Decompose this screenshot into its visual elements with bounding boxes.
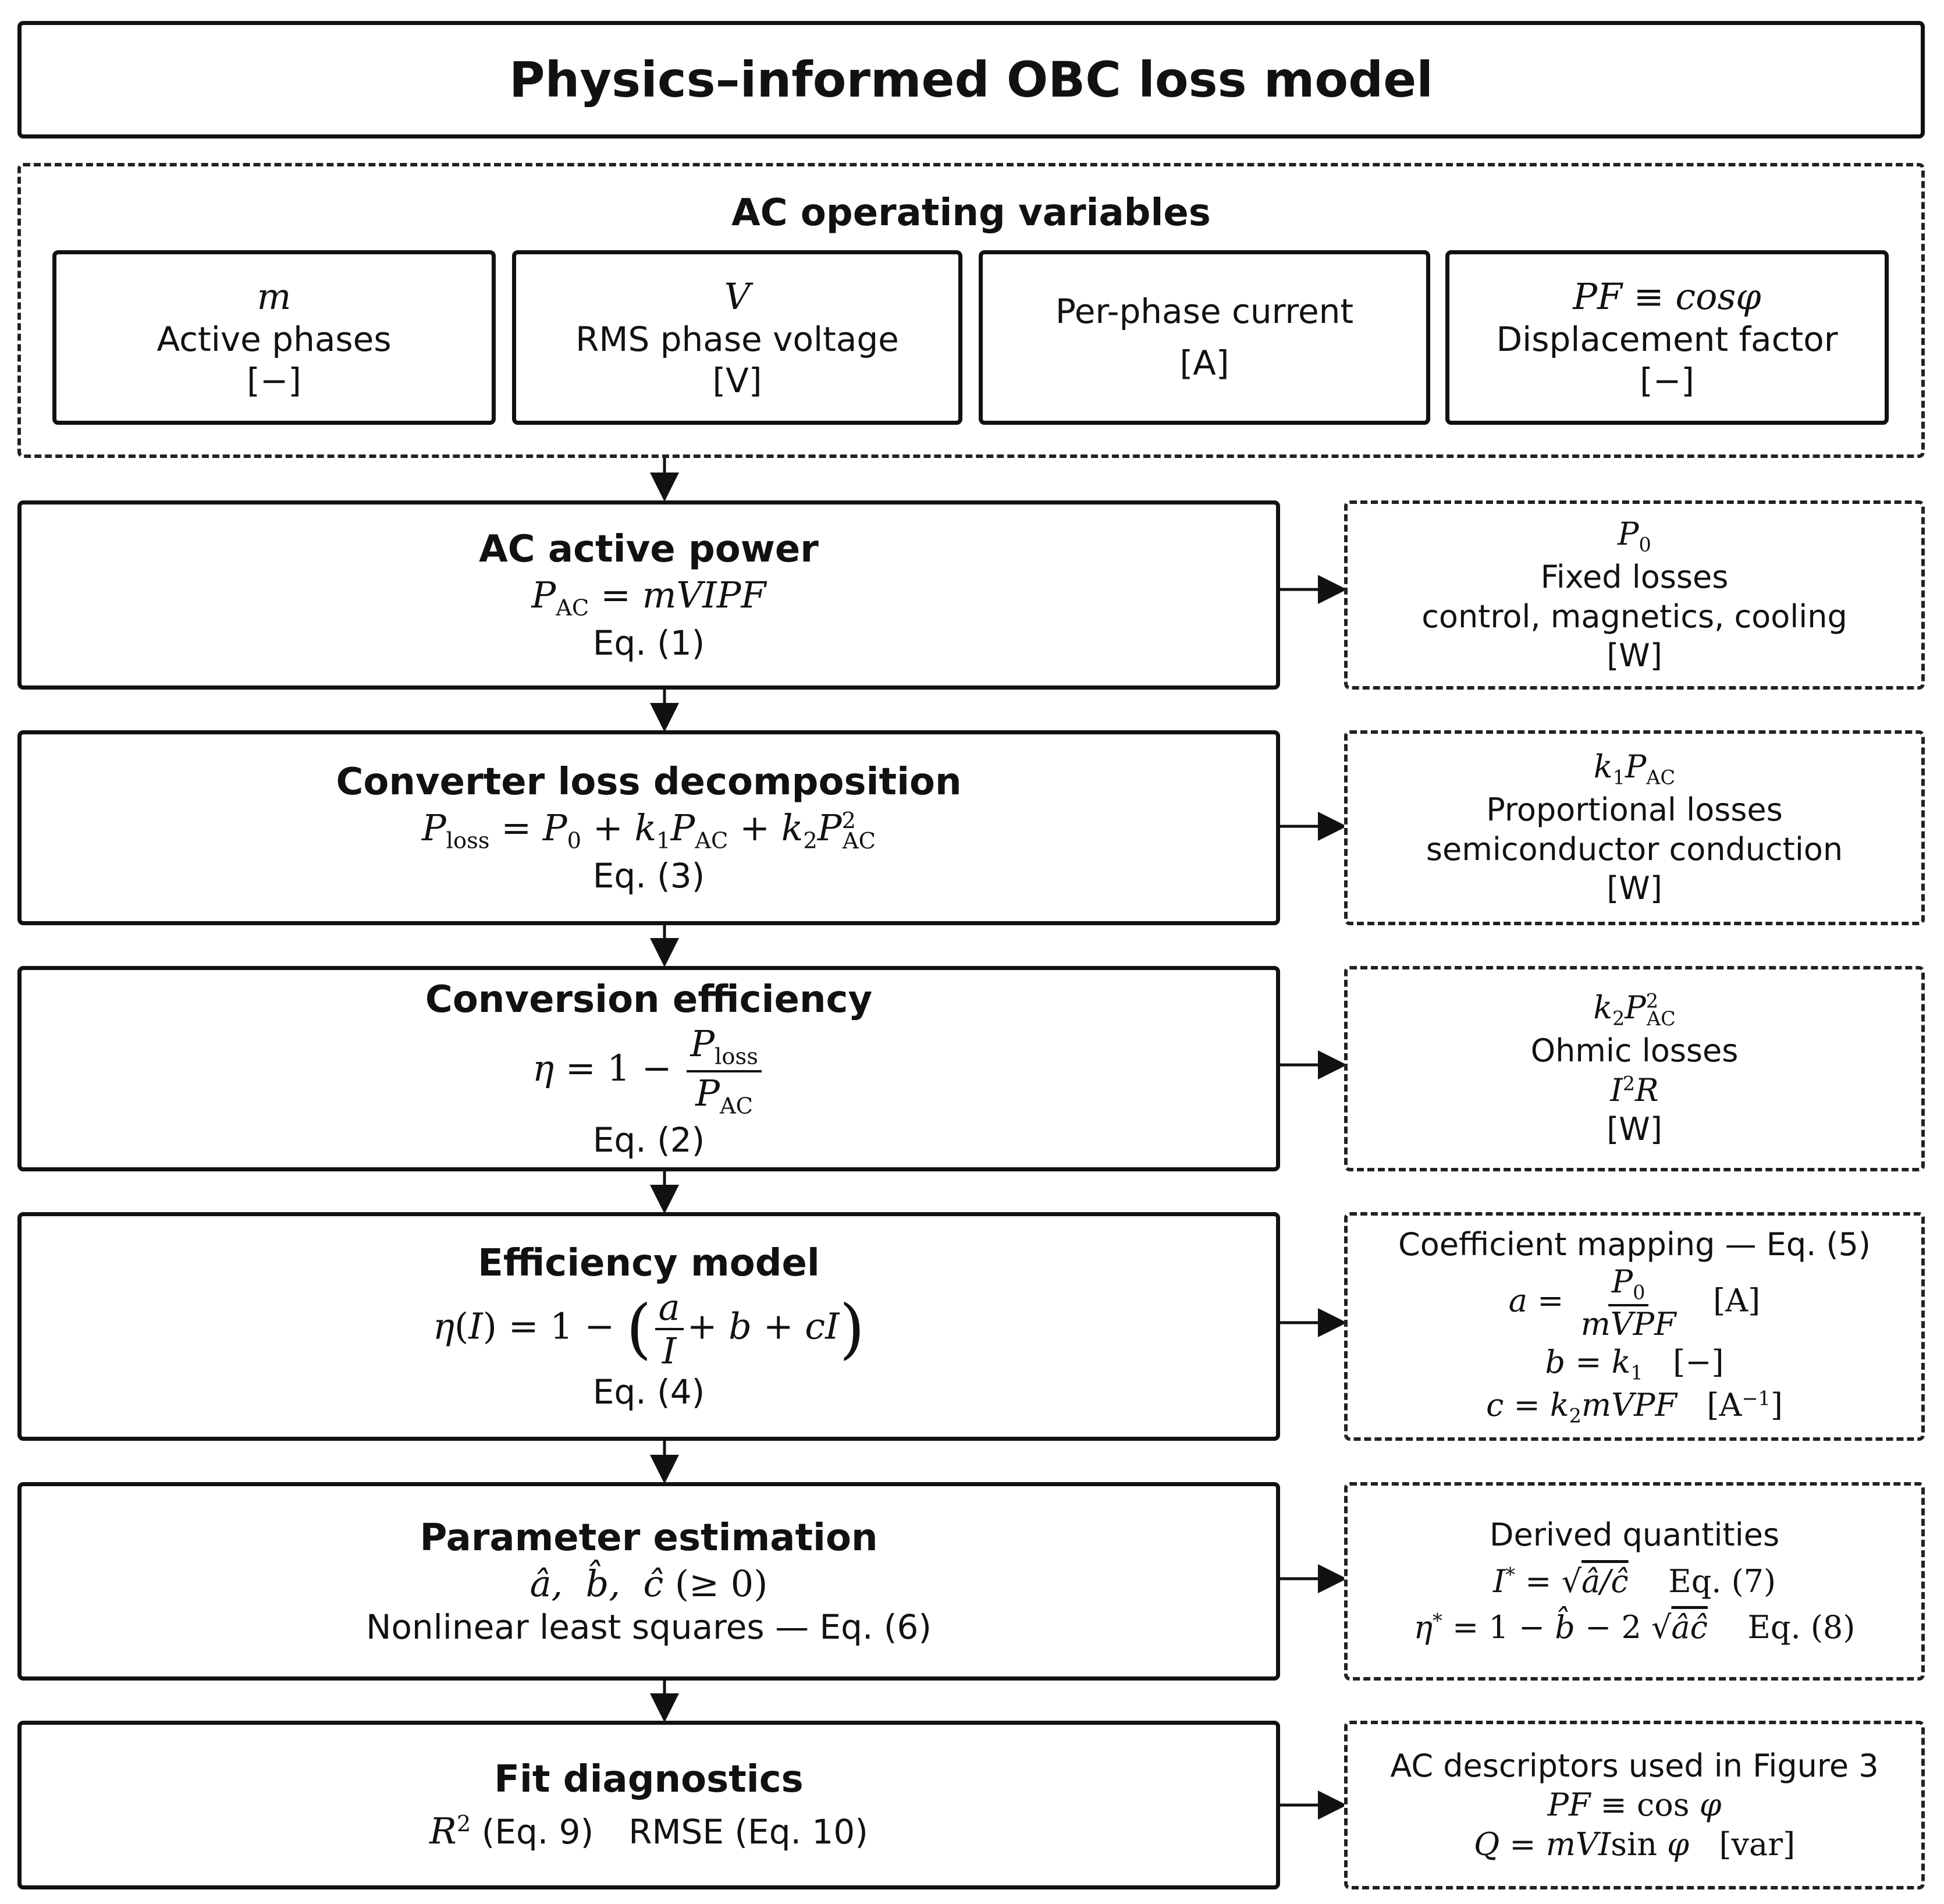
note-detail: semiconductor conduction <box>1426 830 1843 868</box>
note-label: Ohmic losses <box>1530 1032 1739 1070</box>
estimation-method: Nonlinear least squares — Eq. (6) <box>365 1607 932 1647</box>
equation-reference: Eq. (2) <box>592 1120 705 1160</box>
note-unit: [W] <box>1607 870 1662 907</box>
input-symbol: PF ≡ cosφ <box>1573 275 1761 318</box>
stage-fit-diagnostics: Fit diagnostics R2 (Eq. 9)RMSE (Eq. 10) <box>17 1721 1280 1889</box>
diagnostics-metrics: R2 (Eq. 9)RMSE (Eq. 10) <box>429 1810 868 1853</box>
descriptor-unit: [var] <box>1719 1825 1796 1863</box>
stage-parameter-estimation: Parameter estimation â, b̂, ĉ (≥ 0) Nonl… <box>17 1482 1280 1681</box>
input-active-phases: m Active phases [−] <box>52 250 496 425</box>
input-rms-voltage: V RMS phase voltage [V] <box>512 250 962 425</box>
page-title: Physics–informed OBC loss model <box>509 51 1434 108</box>
loss-equation: Ploss = P0 + k1PAC + k2P2AC <box>421 807 876 854</box>
input-unit: [−] <box>247 360 301 400</box>
derived-ref: Eq. (7) <box>1668 1562 1776 1600</box>
title-box: Physics–informed OBC loss model <box>17 21 1925 138</box>
note-fixed-losses: P0 Fixed losses control, magnetics, cool… <box>1344 500 1925 690</box>
note-label: Proportional losses <box>1486 791 1783 829</box>
r2-reference: (Eq. 9) <box>481 1812 594 1852</box>
stage-title: AC active power <box>479 528 819 571</box>
stage-title: Parameter estimation <box>420 1516 878 1560</box>
rmse-metric: RMSE (Eq. 10) <box>628 1812 868 1852</box>
note-derived-quantities: Derived quantities I* = √â/ĉ Eq. (7) η* … <box>1344 1482 1925 1681</box>
note-label: Fixed losses <box>1540 559 1729 596</box>
stage-ac-active-power: AC active power PAC = mVIPF Eq. (1) <box>17 500 1280 690</box>
input-displacement-factor: PF ≡ cosφ Displacement factor [−] <box>1445 250 1889 425</box>
input-label: Per-phase current <box>1055 292 1354 332</box>
input-label: Displacement factor <box>1496 319 1838 359</box>
input-label: Active phases <box>157 319 392 359</box>
power-equation: PAC = mVIPF <box>531 574 766 621</box>
mapping-a-unit: [A] <box>1713 1282 1761 1319</box>
input-label: RMS phase voltage <box>575 319 899 359</box>
note-formula: I2R <box>1610 1071 1659 1109</box>
descriptor-pf: PF ≡ cos φ <box>1547 1786 1722 1824</box>
note-symbol: P0 <box>1618 516 1651 557</box>
derived-ref: Eq. (8) <box>1747 1609 1856 1646</box>
mapping-c: c = k2mVPF [A−1] <box>1486 1386 1783 1427</box>
note-ohmic-losses: k2P2AC Ohmic losses I2R [W] <box>1344 966 1925 1171</box>
note-header: Coefficient mapping — Eq. (5) <box>1398 1225 1871 1263</box>
stage-title: Converter loss decomposition <box>336 761 962 804</box>
note-header: Derived quantities <box>1489 1516 1780 1554</box>
note-symbol: k2P2AC <box>1593 989 1676 1031</box>
note-header: AC descriptors used in Figure 3 <box>1390 1747 1879 1784</box>
note-unit: [W] <box>1607 1111 1662 1148</box>
mapping-b: b = k1 [−] <box>1545 1344 1724 1385</box>
equation-reference: Eq. (4) <box>592 1372 705 1412</box>
mapping-b-unit: [−] <box>1673 1344 1724 1381</box>
note-symbol: k1PAC <box>1593 748 1676 790</box>
note-proportional-losses: k1PAC Proportional losses semiconductor … <box>1344 730 1925 925</box>
input-unit: [A] <box>1179 343 1229 383</box>
derived-peak-efficiency: η* = 1 − b̂ − 2 √âĉ Eq. (8) <box>1413 1609 1856 1646</box>
equation-reference: Eq. (3) <box>592 855 705 896</box>
estimated-parameters: â, b̂, ĉ (≥ 0) <box>529 1562 768 1605</box>
note-ac-descriptors: AC descriptors used in Figure 3 PF ≡ cos… <box>1344 1721 1925 1889</box>
stage-loss-decomposition: Converter loss decomposition Ploss = P0 … <box>17 730 1280 925</box>
stage-title: Conversion efficiency <box>425 978 873 1022</box>
stage-title: Efficiency model <box>478 1241 820 1285</box>
inputs-header: AC operating variables <box>731 191 1211 235</box>
input-phase-current: Per-phase current [A] <box>979 250 1430 425</box>
descriptor-reactive-power: Q = mVIsin φ [var] <box>1473 1825 1796 1863</box>
input-symbol: m <box>257 275 292 318</box>
input-unit: [V] <box>712 360 762 400</box>
note-unit: [W] <box>1607 637 1662 674</box>
input-unit: [−] <box>1640 360 1694 400</box>
equation-reference: Eq. (1) <box>592 623 705 663</box>
input-symbol: V <box>724 275 751 318</box>
stage-title: Fit diagnostics <box>494 1758 804 1802</box>
derived-optimal-current: I* = √â/ĉ Eq. (7) <box>1492 1562 1776 1600</box>
note-detail: control, magnetics, cooling <box>1421 598 1847 635</box>
